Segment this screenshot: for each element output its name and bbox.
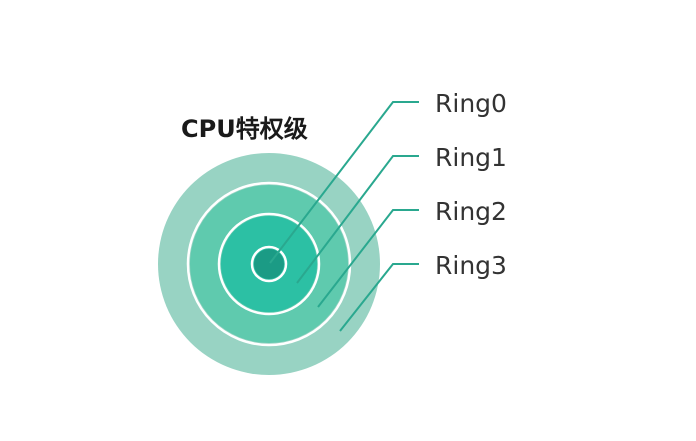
diagram-title: CPU特权级 — [181, 115, 308, 143]
ring-labels: Ring0 Ring1 Ring2 Ring3 — [435, 89, 507, 280]
ring2-leader-line — [317, 209, 419, 308]
ring0-label: Ring0 — [435, 89, 507, 118]
ring3-label: Ring3 — [435, 251, 507, 280]
concentric-rings — [158, 153, 380, 375]
ring1-separator — [217, 212, 321, 316]
leader-lines — [269, 101, 419, 332]
ring1-leader-line — [296, 155, 419, 284]
ring0-separator — [250, 245, 288, 283]
ring0-leader-line — [269, 101, 419, 264]
ring1-label: Ring1 — [435, 143, 507, 172]
ring0-disc — [254, 249, 284, 279]
ring2-label: Ring2 — [435, 197, 507, 226]
ring3-leader-line — [339, 263, 419, 332]
